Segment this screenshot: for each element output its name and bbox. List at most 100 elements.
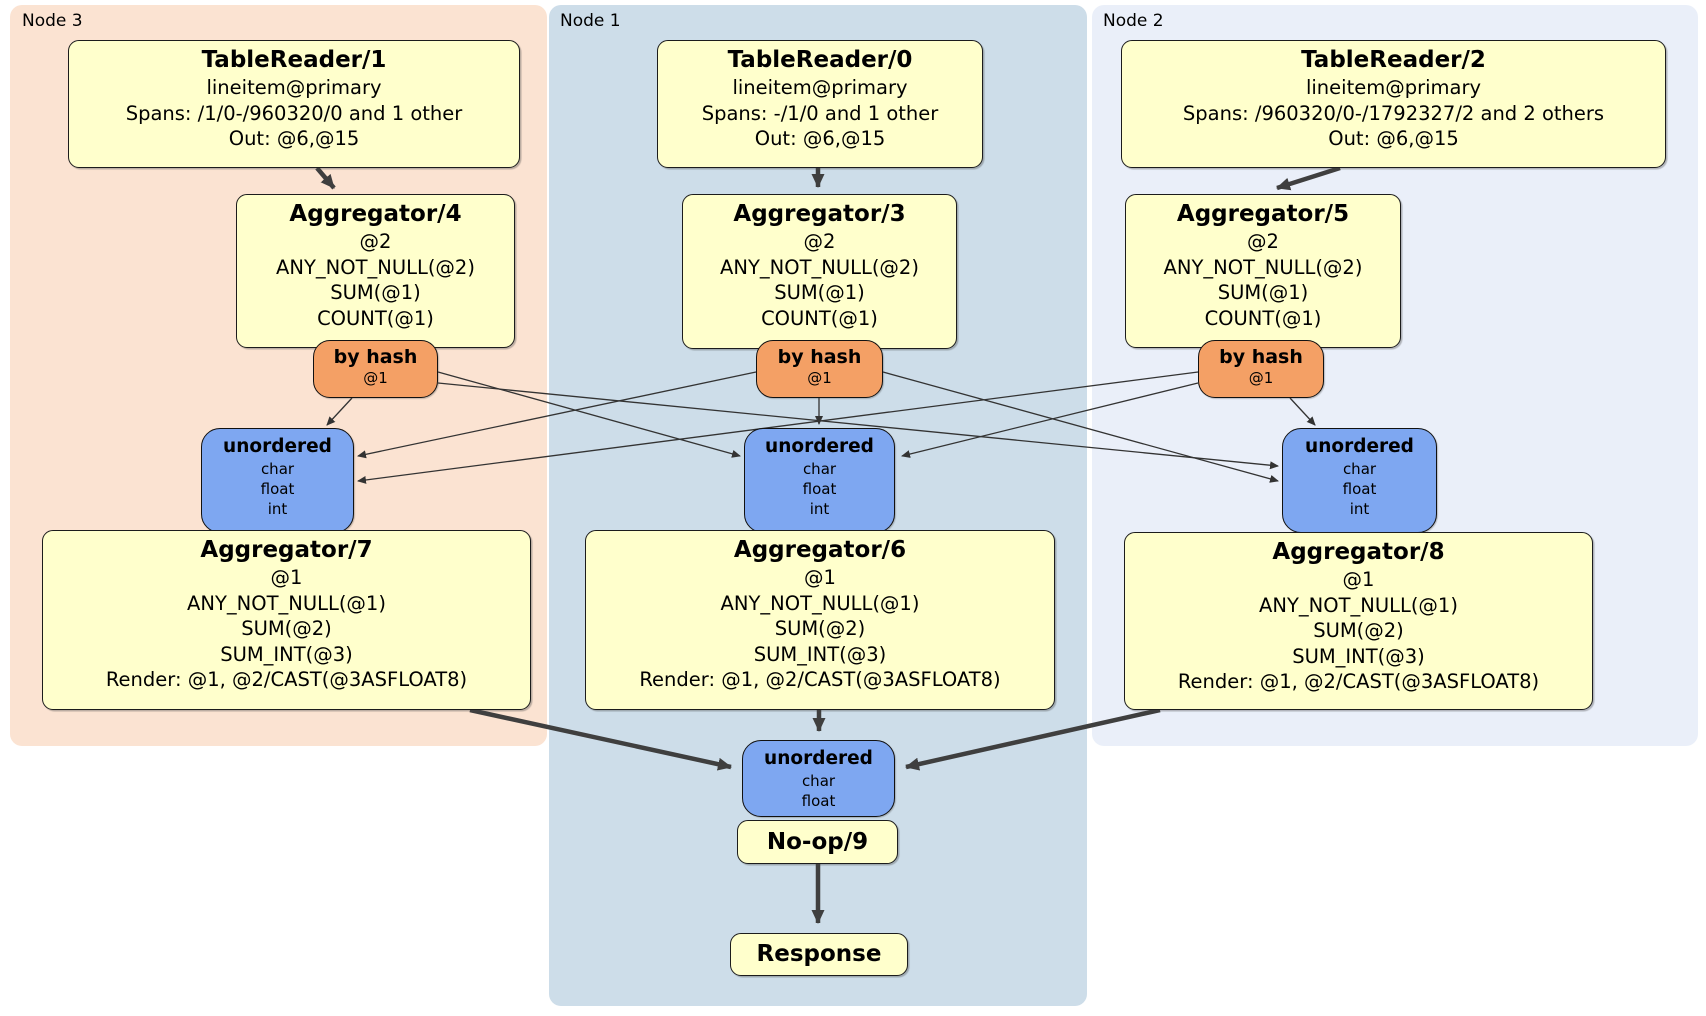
sync-type: char [260, 460, 295, 478]
processor-groupcols: @2 [359, 230, 392, 253]
processor-out: Out: @6,@15 [1328, 127, 1459, 150]
sync-type: char [801, 772, 836, 790]
edge-tablereader1-aggregator4 [315, 166, 336, 190]
processor-agg-fn: SUM(@2) [1313, 619, 1404, 642]
processor-agg-fn: SUM(@2) [241, 617, 332, 640]
processor-aggregator-3: Aggregator/3 @2 ANY_NOT_NULL(@2) SUM(@1)… [682, 194, 957, 349]
processor-index: lineitem@primary [732, 76, 908, 99]
region-label-node1: Node 1 [560, 11, 621, 31]
processor-index: lineitem@primary [1305, 76, 1482, 99]
processor-groupcols: @2 [803, 230, 836, 253]
edge-tablereader2-aggregator5 [1276, 165, 1341, 191]
edge-hash3-sync2 [437, 382, 1279, 470]
sync-unordered-node2: unordered char float int [1282, 428, 1437, 533]
processor-tablereader-2: TableReader/2 lineitem@primary Spans: /9… [1121, 40, 1666, 168]
processor-aggregator-5: Aggregator/5 @2 ANY_NOT_NULL(@2) SUM(@1)… [1125, 194, 1401, 348]
processor-agg-fn: SUM(@1) [330, 281, 421, 304]
edge-hash3-sync3 [326, 397, 353, 426]
processor-title: Response [756, 941, 882, 967]
processor-title: Aggregator/3 [733, 201, 906, 227]
sync-type: int [1349, 500, 1370, 518]
processor-agg-fn: ANY_NOT_NULL(@2) [1163, 255, 1363, 279]
processor-noop-9: No-op/9 [737, 820, 898, 864]
processor-spans: Spans: -/1/0 and 1 other [701, 101, 939, 125]
processor-agg-fn: COUNT(@1) [1204, 306, 1322, 330]
region-label-node3: Node 3 [22, 11, 83, 31]
router-key: @1 [1248, 369, 1274, 387]
processor-title: No-op/9 [766, 828, 869, 855]
processor-agg-fn: ANY_NOT_NULL(@1) [720, 591, 920, 615]
processor-title: Aggregator/7 [200, 537, 373, 563]
sync-type: int [809, 500, 830, 518]
router-key: @1 [363, 369, 388, 387]
sync-title: unordered [764, 748, 873, 769]
processor-title: Aggregator/6 [733, 537, 907, 563]
edge-hash2-sync1 [901, 382, 1199, 458]
processor-title: Aggregator/4 [289, 201, 462, 227]
edge-hash2-sync2 [1289, 397, 1316, 426]
router-title: by hash [333, 346, 418, 368]
router-title: by hash [1219, 346, 1303, 368]
sync-unordered-node3: unordered char float int [201, 428, 354, 533]
processor-agg-fn: ANY_NOT_NULL(@2) [720, 255, 919, 279]
sync-type: int [267, 500, 288, 518]
processor-tablereader-0: TableReader/0 lineitem@primary Spans: -/… [657, 40, 983, 168]
processor-aggregator-4: Aggregator/4 @2 ANY_NOT_NULL(@2) SUM(@1)… [236, 194, 515, 348]
processor-aggregator-8: Aggregator/8 @1 ANY_NOT_NULL(@1) SUM(@2)… [1124, 532, 1593, 710]
processor-agg-fn: SUM_INT(@3) [220, 642, 353, 666]
processor-agg-fn: ANY_NOT_NULL(@1) [187, 591, 386, 615]
processor-out: Out: @6,@15 [228, 127, 360, 150]
processor-agg-fn: SUM_INT(@3) [1292, 644, 1425, 668]
router-key: @1 [807, 369, 832, 387]
processor-aggregator-6: Aggregator/6 @1 ANY_NOT_NULL(@1) SUM(@2)… [585, 530, 1055, 710]
processor-aggregator-7: Aggregator/7 @1 ANY_NOT_NULL(@1) SUM(@2)… [42, 530, 531, 710]
processor-agg-fn: SUM_INT(@3) [753, 642, 887, 666]
processor-out: Out: @6,@15 [754, 127, 886, 150]
processor-groupcols: @1 [804, 566, 836, 589]
router-by-hash-node1: by hash @1 [756, 340, 883, 398]
edge-hash3-sync1 [437, 371, 741, 458]
processor-agg-fn: ANY_NOT_NULL(@2) [276, 255, 475, 279]
processor-render: Render: @1, @2/CAST(@3ASFLOAT8) [105, 668, 468, 691]
edge-hash2-sync3 [357, 371, 1199, 484]
processor-agg-fn: SUM(@2) [774, 617, 866, 640]
processor-render: Render: @1, @2/CAST(@3ASFLOAT8) [1177, 670, 1540, 693]
processor-spans: Spans: /960320/0-/1792327/2 and 2 others [1182, 101, 1605, 125]
sync-type: float [802, 480, 837, 498]
processor-groupcols: @1 [1342, 568, 1375, 591]
router-title: by hash [777, 346, 862, 368]
router-by-hash-node3: by hash @1 [313, 340, 438, 398]
processor-spans: Spans: /1/0-/960320/0 and 1 other [125, 101, 463, 125]
sync-title: unordered [1305, 436, 1414, 457]
processor-response: Response [730, 933, 908, 976]
processor-tablereader-1: TableReader/1 lineitem@primary Spans: /1… [68, 40, 520, 168]
processor-agg-fn: ANY_NOT_NULL(@1) [1259, 593, 1458, 617]
sync-type: float [260, 480, 295, 498]
edge-hash1-sync3 [357, 371, 757, 459]
sync-title: unordered [765, 436, 874, 457]
processor-index: lineitem@primary [206, 76, 382, 99]
processor-groupcols: @2 [1247, 230, 1279, 253]
sync-unordered-final: unordered char float [742, 740, 895, 817]
sync-unordered-node1: unordered char float int [744, 428, 895, 533]
sync-type: float [1342, 480, 1377, 498]
processor-title: TableReader/0 [727, 47, 913, 73]
processor-render: Render: @1, @2/CAST(@3ASFLOAT8) [639, 668, 1001, 691]
sync-title: unordered [223, 436, 332, 457]
router-by-hash-node2: by hash @1 [1198, 340, 1324, 398]
region-label-node2: Node 2 [1103, 11, 1164, 31]
processor-agg-fn: COUNT(@1) [317, 306, 434, 330]
processor-agg-fn: SUM(@1) [1217, 281, 1309, 304]
processor-title: Aggregator/8 [1272, 539, 1445, 565]
processor-agg-fn: COUNT(@1) [761, 306, 878, 330]
sync-type: char [802, 460, 837, 478]
processor-agg-fn: SUM(@1) [774, 281, 865, 304]
processor-title: TableReader/1 [201, 47, 387, 73]
edge-hash1-sync2 [882, 371, 1279, 483]
sync-type: float [801, 792, 836, 810]
processor-groupcols: @1 [270, 566, 303, 589]
edge-aggregator7-final-sync [469, 707, 732, 771]
edge-aggregator8-final-sync [905, 707, 1161, 771]
